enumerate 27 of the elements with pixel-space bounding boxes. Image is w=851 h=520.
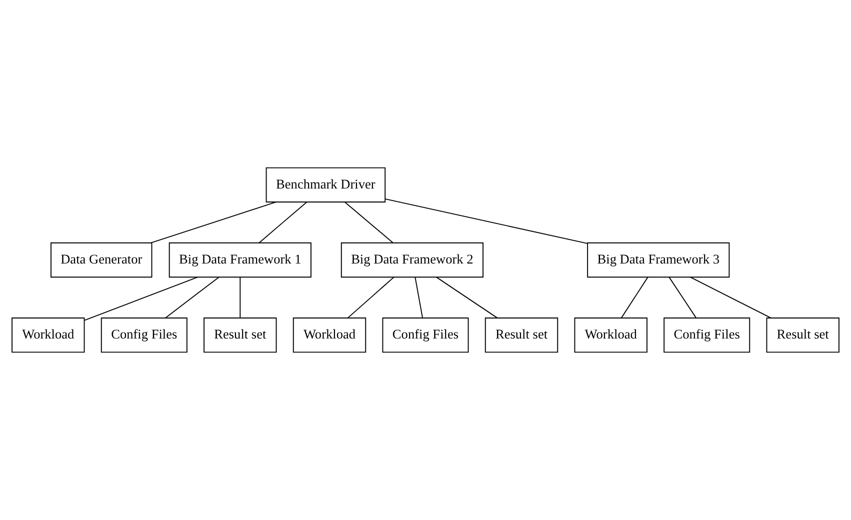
node-box: Config Files bbox=[382, 318, 469, 353]
node-box: Result set bbox=[766, 318, 840, 353]
node-box: Workload bbox=[292, 318, 366, 353]
connector bbox=[668, 276, 697, 318]
node-box: Big Data Framework 3 bbox=[587, 242, 730, 278]
connector bbox=[240, 276, 241, 318]
node-box: Config Files bbox=[100, 318, 188, 353]
node-box: Config Files bbox=[664, 318, 750, 353]
node-box: Big Data Framework 2 bbox=[340, 242, 484, 278]
connector bbox=[258, 202, 308, 244]
node-box: Workload bbox=[574, 318, 648, 353]
connector bbox=[620, 276, 648, 318]
connector bbox=[344, 202, 394, 244]
node-box: Data Generator bbox=[50, 242, 152, 278]
connector bbox=[150, 202, 276, 244]
node-box: Result set bbox=[484, 318, 558, 353]
connector bbox=[690, 276, 772, 318]
node-box: Result set bbox=[204, 318, 277, 353]
connector bbox=[164, 276, 220, 318]
node-box: Workload bbox=[12, 318, 85, 353]
node-box: Benchmark Driver bbox=[266, 167, 386, 202]
node-box: Big Data Framework 1 bbox=[168, 242, 312, 278]
connector bbox=[347, 276, 394, 318]
connector bbox=[384, 198, 588, 244]
connector bbox=[414, 276, 424, 318]
connector bbox=[436, 276, 498, 318]
connector bbox=[84, 276, 198, 321]
